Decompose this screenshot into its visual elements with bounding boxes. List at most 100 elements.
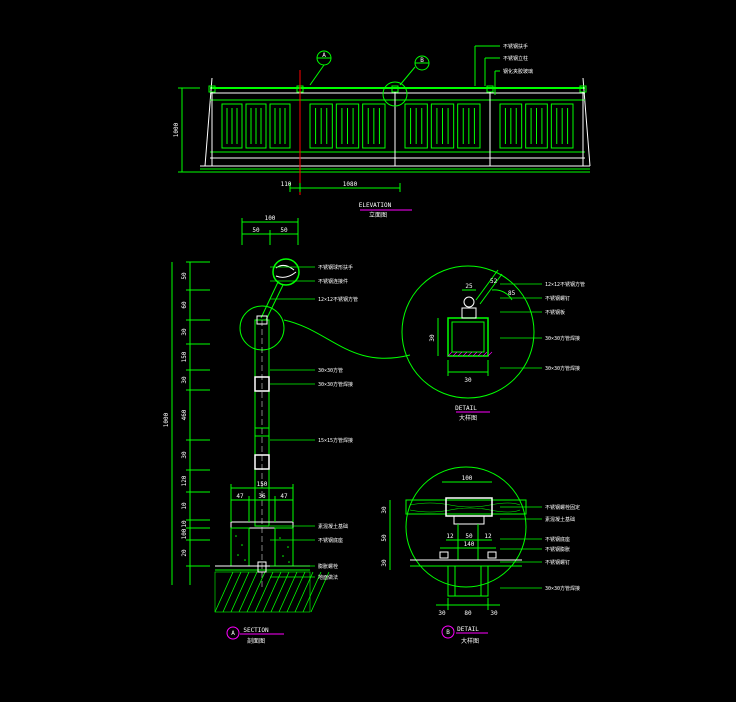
section-note: 30×30方管焊接 (318, 381, 353, 388)
section-left-dim-label: 30 (181, 376, 188, 384)
section-overall-height: 1000 (163, 412, 170, 427)
hatch-line (278, 571, 298, 613)
section-left-dim-label: 100 (181, 528, 188, 539)
section-title-cn: 剖面图 (247, 637, 265, 645)
hatch-line (254, 571, 274, 613)
elevation-title-en: ELEVATION (359, 202, 392, 209)
detail-b-dim-100: 100 (462, 475, 473, 482)
elevation-glass-panel (309, 103, 333, 149)
section-left-dim-label: 30 (181, 451, 188, 459)
tube-hatch (452, 351, 458, 357)
section-left-dim-label: 120 (181, 475, 188, 486)
detail-b-title-cn: 大样图 (461, 637, 479, 645)
section-left-dim-label: 10 (181, 502, 188, 510)
hatch-line (222, 571, 242, 613)
section-left-dim-label: 150 (181, 351, 188, 362)
hatch-line (246, 571, 266, 613)
elevation-callout-a: A (322, 52, 326, 59)
detail-a-title-en: DETAIL (455, 405, 477, 412)
detail-a-dim-30-bottom: 30 (464, 377, 472, 384)
detail-b-title-en: DETAIL (457, 626, 479, 633)
tube-hatch (477, 351, 483, 357)
section-top-dim-50b: 50 (280, 227, 288, 234)
section-view: 100 50 50 1000 5060301503046030120101010… (163, 215, 411, 645)
section-left-dim-label: 50 (181, 272, 188, 280)
detail-a-note: 30×30方管焊接 (545, 365, 580, 372)
detail-a-note: 30×30方管焊接 (545, 335, 580, 342)
section-top-dim-100: 100 (265, 215, 276, 222)
elevation-note-2: 不锈钢立柱 (503, 55, 528, 62)
section-note: 素混凝土基础 (318, 523, 348, 530)
elevation-glass-panel (404, 103, 428, 149)
hatch-line (270, 571, 290, 613)
hatch-line (214, 571, 234, 613)
detail-b-dim-bottom-30a: 30 (438, 610, 446, 617)
section-base-dim-150: 150 (257, 481, 268, 488)
elevation-view: 1000 110 1080 A B 不锈钢扶手 不锈钢立柱 钢化夹胶玻璃 ELE… (173, 43, 591, 219)
tube-hatch (457, 351, 463, 357)
elevation-glass-panel (457, 103, 481, 149)
detail-b-dim-12b: 12 (484, 533, 492, 540)
tube-hatch (462, 351, 468, 357)
section-callout: A (231, 630, 235, 637)
detail-b-dim-left-50: 50 (381, 534, 388, 542)
hatch-line (286, 571, 306, 613)
tube-hatch (482, 351, 488, 357)
detail-b-dim-bottom-80: 80 (464, 610, 472, 617)
section-note: 不锈钢底座 (318, 537, 343, 544)
elevation-title-cn: 立面图 (369, 211, 387, 219)
section-note: 不锈钢球形扶手 (318, 264, 353, 271)
detail-a-dim-25: 25 (465, 283, 473, 290)
hatch-line (302, 571, 322, 613)
hatch-line (262, 571, 282, 613)
elevation-note-3: 钢化夹胶玻璃 (503, 68, 533, 75)
detail-b-dim-left-30a: 30 (381, 506, 388, 514)
detail-b-note: 不锈钢底座 (545, 536, 570, 543)
elevation-glass-panel (362, 103, 386, 149)
elevation-dim-left: 110 (281, 181, 292, 188)
hatch-line (310, 571, 330, 613)
detail-b-view: 100 12 50 12 140 30 50 30 30 80 30 (381, 466, 580, 645)
elevation-glass-panel (245, 103, 267, 149)
hatch-line (230, 571, 250, 613)
detail-b-note: 不锈钢螺钉 (545, 559, 570, 566)
section-note: 地面做法 (318, 574, 338, 581)
section-top-dim-50a: 50 (252, 227, 260, 234)
detail-a-dim-85: 85 (508, 290, 516, 297)
detail-a-dim-30-left: 30 (429, 334, 436, 342)
section-base-dim-36: 36 (258, 493, 266, 500)
hatch-line (238, 571, 258, 613)
detail-a-note: 不锈钢板 (545, 309, 565, 316)
detail-a-view: 25 52 85 30 30 12×12不锈钢方管不锈钢螺钉不锈钢板30×30方… (401, 265, 585, 422)
detail-b-note: 素混凝土基础 (545, 516, 575, 523)
section-left-dim-label: 20 (181, 549, 188, 557)
detail-b-callout: B (446, 629, 450, 636)
section-left-dim-label: 460 (181, 409, 188, 420)
detail-a-note: 不锈钢螺钉 (545, 295, 570, 302)
section-ground-hatch (214, 571, 330, 613)
detail-a-title-cn: 大样图 (459, 414, 477, 422)
section-left-dim-label: 10 (181, 520, 188, 528)
section-note: 不锈钢连接件 (318, 278, 348, 285)
tube-hatch (472, 351, 478, 357)
detail-b-note: 不锈钢螺栓固定 (545, 504, 580, 511)
elevation-glass-panel (550, 103, 574, 149)
section-base-dim-47b: 47 (280, 493, 288, 500)
detail-b-dim-left-30b: 30 (381, 559, 388, 567)
detail-a-note: 12×12不锈钢方管 (545, 281, 585, 288)
section-note: 30×30方管 (318, 367, 343, 374)
detail-b-note: 不锈钢膨胀 (545, 546, 570, 553)
elevation-note-1: 不锈钢扶手 (503, 43, 528, 50)
section-note: 15×15方管焊接 (318, 437, 353, 444)
tube-hatch (467, 351, 473, 357)
tube-hatch (487, 351, 493, 357)
elevation-glass-panel (221, 103, 243, 149)
section-left-dim-label: 30 (181, 328, 188, 336)
elevation-glass-panel (525, 103, 548, 149)
section-notes: 不锈钢球形扶手不锈钢连接件12×12不锈钢方管30×30方管30×30方管焊接1… (270, 264, 358, 581)
elevation-height-label: 1000 (173, 122, 180, 137)
